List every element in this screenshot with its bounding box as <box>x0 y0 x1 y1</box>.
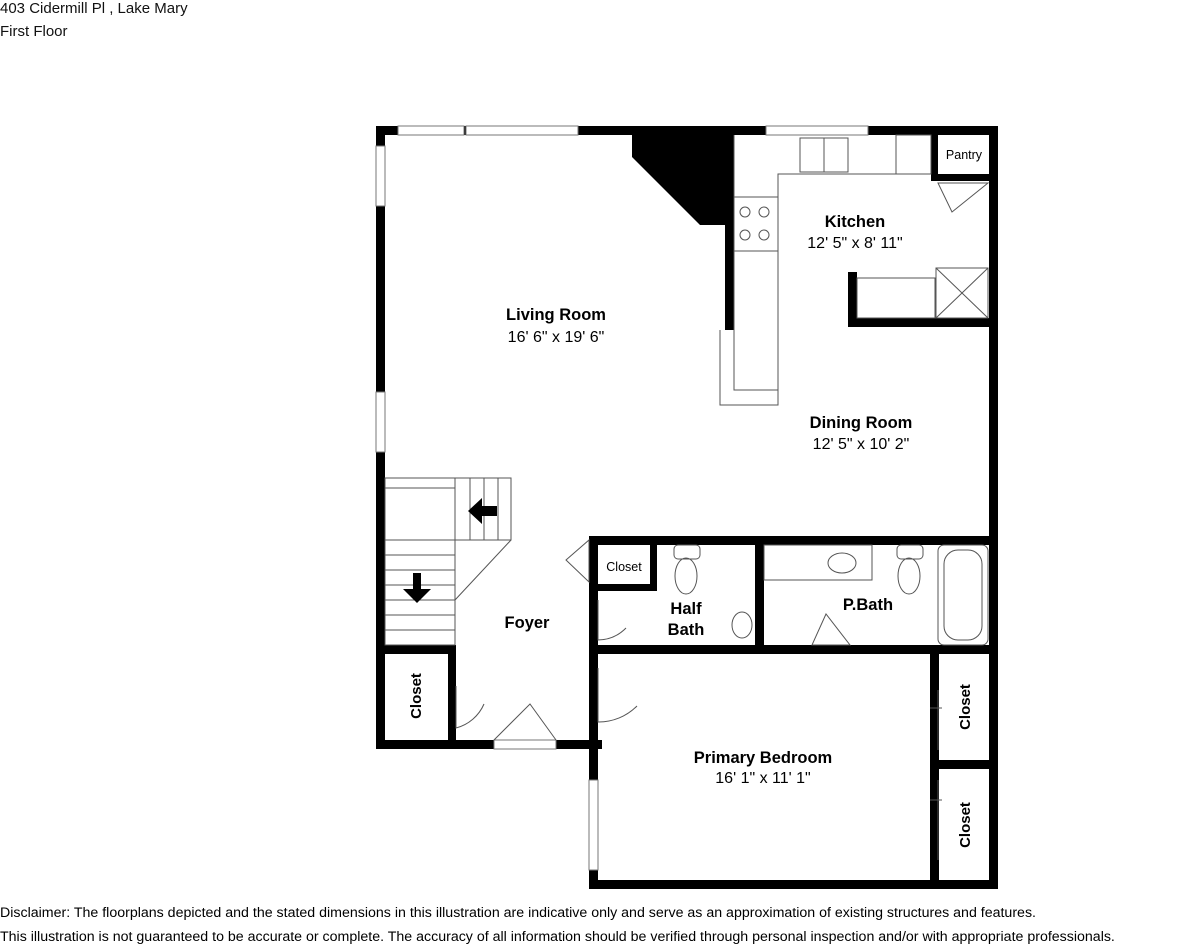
primary-bedroom-dims: 16' 1" x 11' 1" <box>715 770 810 787</box>
pantry-name: Pantry <box>946 148 983 162</box>
half-bath-line1: Half <box>670 600 702 618</box>
watermark-text: INVITATI <box>640 134 723 155</box>
living-room-dims: 16' 6" x 19' 6" <box>508 329 605 346</box>
stair-arrows <box>403 498 497 603</box>
floor-label: First Floor <box>0 23 68 40</box>
dining-room-dims: 12' 5" x 10' 2" <box>813 436 910 453</box>
doors <box>455 182 990 860</box>
closet-foyer-name: Closet <box>408 673 425 719</box>
pbath-name: P.Bath <box>843 596 893 614</box>
kitchen-fixtures <box>719 134 989 406</box>
stairs <box>384 477 512 646</box>
disclaimer-line-2: This illustration is not guaranteed to b… <box>0 929 1115 945</box>
living-room-name: Living Room <box>506 306 606 324</box>
closet-bedroom-top-name: Closet <box>957 684 974 730</box>
windows <box>375 125 869 871</box>
disclaimer-line-1: Disclaimer: The floorplans depicted and … <box>0 905 1036 921</box>
kitchen-dims: 12' 5" x 8' 11" <box>807 235 902 252</box>
kitchen-name: Kitchen <box>825 213 886 231</box>
closet-bedroom-bottom-name: Closet <box>957 802 974 848</box>
address-text: 403 Cidermill Pl , Lake Mary <box>0 0 188 17</box>
dining-room-name: Dining Room <box>810 414 913 432</box>
primary-bedroom-name: Primary Bedroom <box>694 749 832 767</box>
half-bath-line2: Bath <box>668 621 705 639</box>
closet-hall-name: Closet <box>606 560 642 574</box>
foyer-name: Foyer <box>505 614 551 632</box>
walls <box>376 126 998 889</box>
bath-fixtures <box>673 544 989 646</box>
